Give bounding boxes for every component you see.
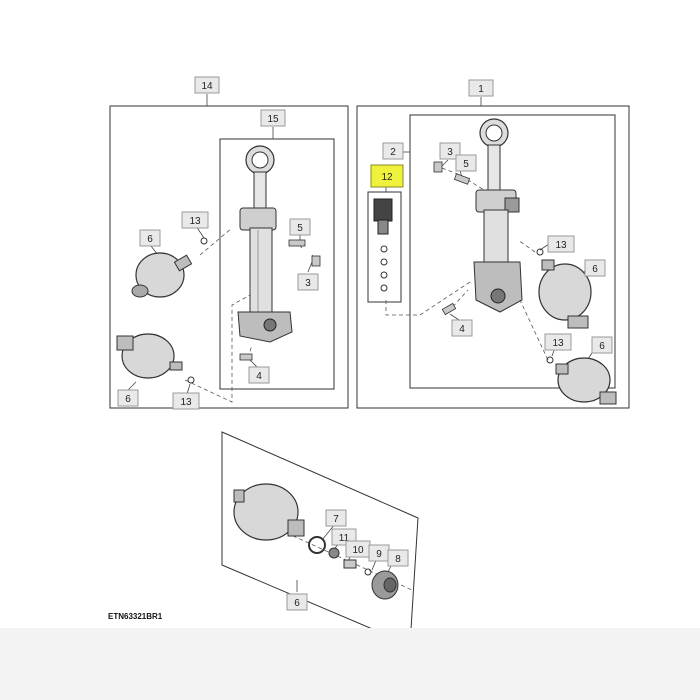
callout-8: 8 [395,554,401,565]
callout-7-box[interactable] [325,509,347,527]
callout-6-box[interactable] [286,593,308,611]
o-ring-7 [308,536,326,554]
bolt-4-left [239,353,253,361]
adapter-8 [371,570,399,600]
frame-cylinder-2 [409,114,616,389]
o-ring-9 [364,568,372,576]
callout-1-box[interactable] [468,79,494,97]
o-ring-13-left-top [200,237,208,245]
callout-4: 4 [256,371,262,382]
callout-3-box[interactable] [439,142,461,160]
frame-assembly-1 [356,105,630,409]
frame-assembly-14 [109,105,349,409]
callout-11: 11 [339,533,350,544]
fitting-10 [343,559,357,569]
callout-13-box[interactable] [181,211,209,229]
callout-14: 14 [201,81,213,92]
callout-6-box[interactable] [117,389,139,407]
callout-15: 15 [267,114,279,125]
callout-5: 5 [463,159,469,170]
callout-12-box[interactable] [370,164,404,188]
callout-1: 1 [478,84,484,95]
o-ring-13-right-bottom [546,356,554,364]
callout-6: 6 [125,394,131,405]
callout-13-box[interactable] [544,333,572,351]
callout-5-box[interactable] [455,154,477,172]
callout-6: 6 [294,598,300,609]
callout-6: 6 [147,234,153,245]
callout-13: 13 [555,240,567,251]
frame-valve-12 [367,191,402,303]
callout-3: 3 [305,278,311,289]
figure-code: ETN63321BR1 [108,612,163,621]
fitting-5-right [453,173,471,185]
callout-13: 13 [180,397,192,408]
callout-14-box[interactable] [194,76,220,94]
callout-12: 12 [381,172,393,183]
accumulator-6-exploded [233,483,305,541]
callout-4: 4 [459,324,465,335]
callout-13: 13 [189,216,201,227]
footer-bar [0,628,700,700]
callout-4-box[interactable] [248,366,270,384]
leader-lines [127,94,595,592]
frame-cylinder-15 [219,138,335,390]
callouts: 14 15 13 6 5 3 4 6 13 1 2 3 5 [117,76,613,611]
accumulator-6-left-bottom [116,333,183,379]
accumulator-6-right-bottom [555,357,617,405]
callout-9: 9 [376,549,382,560]
callout-15-box[interactable] [260,109,286,127]
callout-6-box[interactable] [591,336,613,354]
accumulator-6-right-top [538,259,592,329]
bolt-4-right [441,302,457,316]
cylinder-2 [473,118,523,313]
fitting-5-left [288,239,306,247]
callout-6: 6 [592,264,598,275]
callout-5-box[interactable] [289,218,311,236]
callout-10: 10 [352,545,364,556]
callout-6-box[interactable] [584,259,606,277]
callout-5: 5 [297,223,303,234]
o-ring-13-right-top [536,248,544,256]
callout-8-box[interactable] [387,549,409,567]
callout-13-box[interactable] [172,392,200,410]
callout-4-box[interactable] [451,319,473,337]
cylinder-15 [237,145,293,343]
callout-3-box[interactable] [297,273,319,291]
callout-6: 6 [599,341,605,352]
callout-13: 13 [552,338,564,349]
o-ring-13-left-bottom [187,376,195,384]
callout-13-box[interactable] [547,235,575,253]
callout-3: 3 [447,147,453,158]
washer-11 [328,547,340,559]
callout-6-box[interactable] [139,229,161,247]
accumulator-6-left-top [131,252,193,298]
plug-3-left [311,255,321,267]
valve-12 [373,198,393,292]
plug-3-right [433,161,443,173]
callout-2-box[interactable] [382,142,404,160]
callout-2: 2 [390,147,396,158]
callout-7: 7 [333,514,339,525]
